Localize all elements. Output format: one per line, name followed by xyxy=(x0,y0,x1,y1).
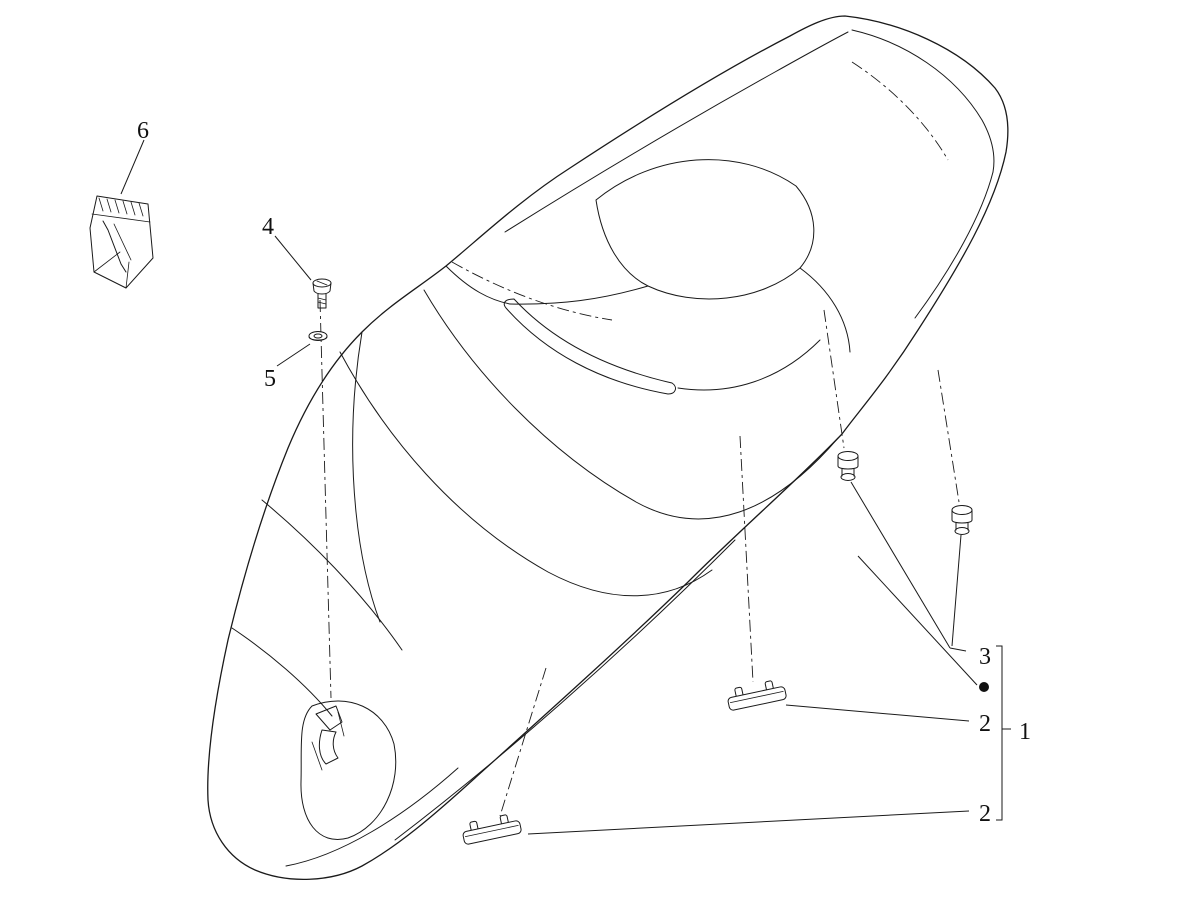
seat-strap xyxy=(503,298,676,395)
washer-outer xyxy=(308,331,328,341)
leader-line-3b xyxy=(951,534,962,647)
tool-bag-outline xyxy=(89,195,154,289)
saddle-tail-axis xyxy=(851,61,949,161)
washer-hole xyxy=(313,333,323,339)
saddle-tail-line-2 xyxy=(914,171,994,319)
callout-2-upper-label: 2 xyxy=(979,711,991,737)
buffer2-stem xyxy=(955,522,969,531)
assembly-dot-marker xyxy=(979,682,989,692)
leader-line-3a xyxy=(850,481,951,649)
leader-line-4 xyxy=(274,235,312,281)
leader-line-assembly xyxy=(857,555,978,686)
spacer1-body xyxy=(727,686,787,711)
saddle-tail-line-1 xyxy=(851,29,995,173)
spacer2-body xyxy=(462,820,522,845)
construction-axes xyxy=(319,299,960,817)
lock-recess xyxy=(300,700,397,840)
tool-bag-hatch xyxy=(98,197,144,217)
screw-axis-line xyxy=(319,299,332,699)
lock-hook xyxy=(318,729,339,765)
nose-crease-2 xyxy=(231,627,333,717)
spacer-part-2 xyxy=(462,814,522,845)
buffer2-base xyxy=(954,527,970,535)
tool-bag-crumple-1 xyxy=(93,251,121,273)
buffer2-cap-side xyxy=(951,509,973,524)
screw-part xyxy=(312,278,332,309)
screw-slot xyxy=(316,280,328,286)
tool-screwdriver xyxy=(102,220,127,273)
saddle-hump xyxy=(595,159,815,300)
leader-line-2a xyxy=(785,704,970,722)
buffer2-axis-line xyxy=(937,369,960,503)
callout-2-lower-label: 2 xyxy=(979,801,991,827)
tool-second xyxy=(113,223,132,261)
front-dip-line xyxy=(445,265,511,305)
saddle-top-rim xyxy=(504,31,849,233)
saddle-body xyxy=(207,15,1009,881)
callout-1-label: 1 xyxy=(1019,719,1031,745)
nose-crease-1 xyxy=(261,499,403,651)
nose-crease-3 xyxy=(352,331,381,623)
buffer1-stem xyxy=(841,468,855,477)
saddle-seam-1 xyxy=(423,289,839,520)
buffer1-base xyxy=(840,473,856,481)
buffer2-cap xyxy=(951,505,973,515)
washer-part xyxy=(308,331,328,341)
screw-head-side xyxy=(312,282,332,295)
callout-1-bracket xyxy=(996,645,1011,821)
buffer1-axis-line xyxy=(823,309,845,449)
callouts: 6 4 5 3 2 1 2 xyxy=(120,118,1031,835)
spacer1-axis-line xyxy=(739,435,754,683)
leader-line-3c xyxy=(949,647,967,652)
seat-center-axis xyxy=(451,261,613,321)
spacer1-edge xyxy=(729,691,784,704)
lock-catch xyxy=(315,705,343,731)
screw-threads xyxy=(317,297,327,305)
buffer1-cap-side xyxy=(837,455,859,470)
callout-6-label: 6 xyxy=(137,118,149,144)
base-edge-line xyxy=(394,539,736,841)
underside-inner-line xyxy=(285,767,459,867)
buffer-part-2 xyxy=(951,505,973,535)
saddle-seam-2 xyxy=(339,351,713,597)
lock-detail-line-1 xyxy=(311,741,323,771)
saddle-hump-side-line xyxy=(799,267,851,353)
leader-line-6 xyxy=(120,139,145,195)
leader-line-5 xyxy=(276,343,311,367)
washer-thickness xyxy=(308,336,328,341)
tool-bag-part xyxy=(89,195,154,289)
tool-bag-crumple-2 xyxy=(125,261,130,289)
saddle-hump-connector xyxy=(509,285,649,305)
seat-strap-tail-line xyxy=(677,339,821,391)
saddle-outline xyxy=(207,15,1009,881)
buffer1-cap xyxy=(837,451,859,461)
callout-3-label: 3 xyxy=(979,644,991,670)
lock-detail-line-2 xyxy=(337,711,345,737)
callout-5-label: 5 xyxy=(264,366,276,392)
buffer-part-1 xyxy=(837,451,859,481)
spacer2-edge xyxy=(464,825,519,838)
leader-line-2b xyxy=(527,810,970,835)
callout-4-label: 4 xyxy=(262,214,274,240)
spacer-part-1 xyxy=(727,680,787,711)
tool-bag-fold xyxy=(91,213,151,223)
screw-shaft xyxy=(317,293,327,309)
spacer2-axis-line xyxy=(499,667,547,817)
